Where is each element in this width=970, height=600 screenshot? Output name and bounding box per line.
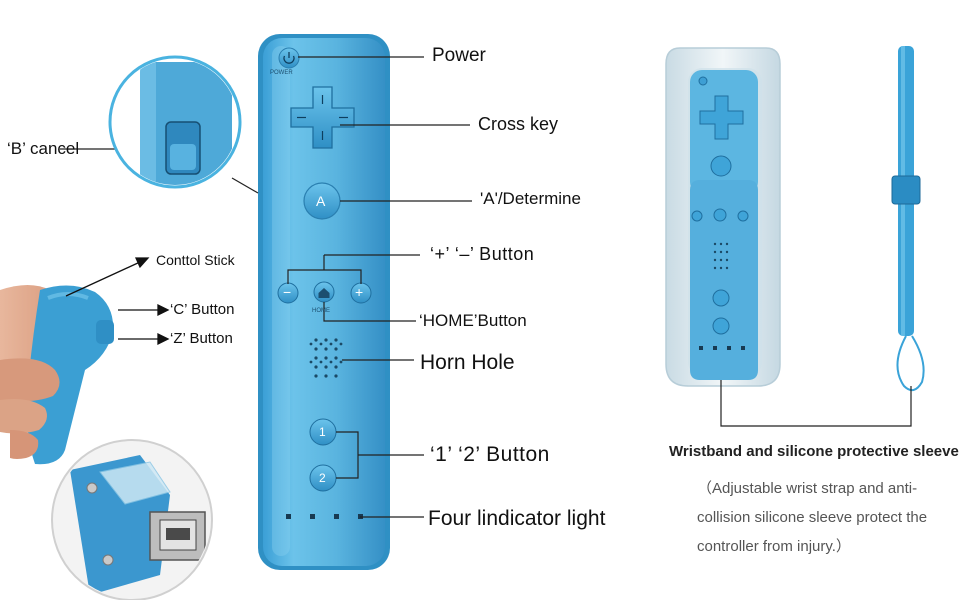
label-one-two-button: ‘1’ ‘2’ Button (430, 443, 550, 466)
label-c-button: ‘C’ Button (170, 301, 235, 318)
sleeve-description: （Adjustable wrist strap and anti- collis… (697, 474, 967, 561)
label-plus-minus: ‘+’ ‘–’ Button (430, 244, 535, 264)
a-mark: A (316, 193, 326, 209)
home-mark: HOME (312, 308, 330, 314)
label-b-cancel: ‘B’ cancel (7, 139, 80, 158)
label-horn-hole: Horn Hole (420, 351, 515, 374)
plus-mark: + (355, 284, 364, 300)
wrist-strap (891, 46, 925, 392)
one-mark: 1 (319, 425, 326, 439)
sleeve-bracket (720, 380, 912, 427)
sleeve-desc-line-3: controller from injury.） (697, 538, 851, 555)
sleeve-title: Wristband and silicone protective sleeve (669, 443, 959, 460)
label-z-button: ‘Z’ Button (170, 330, 233, 347)
label-indicator-light: Four lindicator light (428, 507, 606, 530)
label-power: Power (432, 45, 486, 66)
nunchuk-arrows (65, 257, 170, 346)
cross-key-icon (290, 86, 355, 149)
label-home-button: ‘HOME’Button (419, 311, 527, 330)
label-cross-key: Cross key (478, 114, 559, 134)
power-button-icon (278, 47, 300, 69)
minus-mark: − (283, 284, 292, 300)
connector-zoom (51, 439, 213, 600)
power-mark: POWER (270, 70, 293, 76)
label-control-stick: Conttol Stick (156, 252, 235, 268)
nunchuk-hand (0, 285, 114, 465)
label-a-button: 'A'/Determine (480, 189, 581, 208)
speaker-holes (309, 338, 343, 378)
sleeve-desc-line-1: （Adjustable wrist strap and anti- (697, 480, 918, 497)
sleeve-desc-line-2: collision silicone sleeve protect the (697, 509, 928, 526)
two-mark: 2 (319, 471, 326, 485)
b-button-zoom (108, 55, 242, 189)
sleeve-remote (665, 47, 781, 387)
